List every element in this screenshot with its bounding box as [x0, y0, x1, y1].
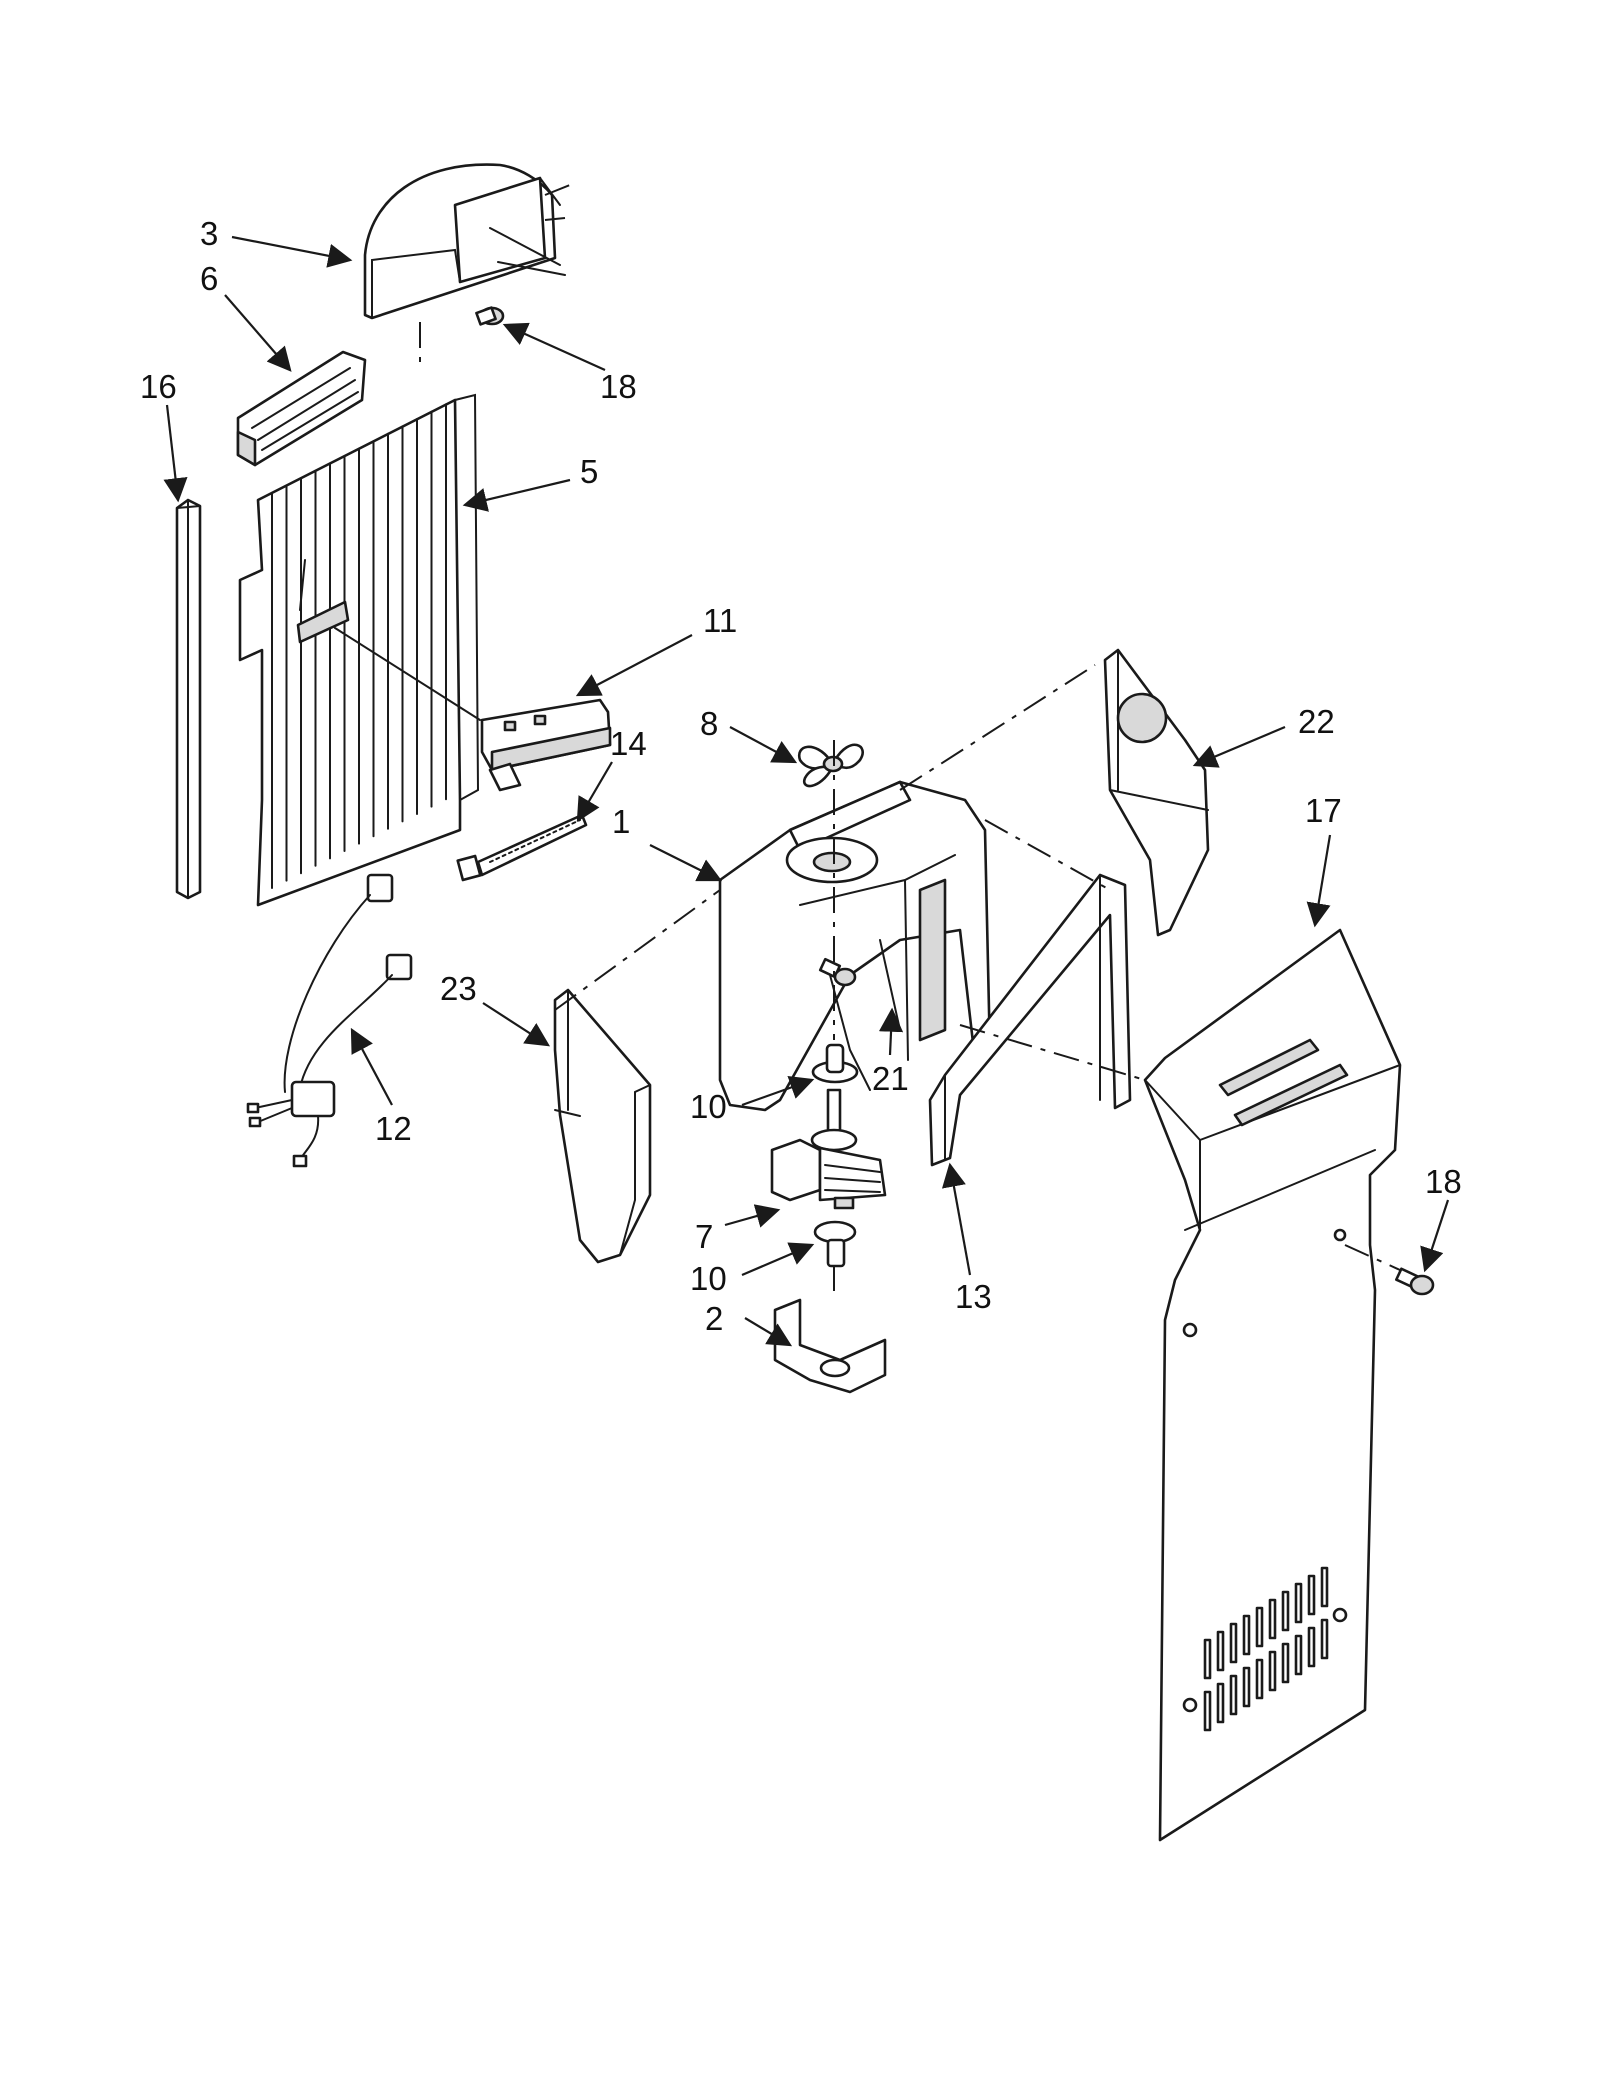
callout-5: 5 [580, 453, 598, 490]
callout-22: 22 [1298, 703, 1335, 740]
vent-slot [1242, 1614, 1251, 1656]
vent-slot [1203, 1638, 1212, 1680]
part-2-motor-bracket [773, 1298, 887, 1394]
callout-13: 13 [955, 1278, 992, 1315]
callout-8: 8 [700, 705, 718, 742]
vent-slot [1281, 1642, 1290, 1684]
callout-6: 6 [200, 260, 218, 297]
callout-2: 2 [705, 1300, 723, 1337]
part-3-diffuser-housing [363, 163, 571, 320]
callout-7: 7 [695, 1218, 713, 1255]
vent-slot [1203, 1690, 1212, 1732]
vent-slot [1307, 1574, 1316, 1616]
vent-slot [1294, 1634, 1303, 1676]
part-23-baffle [553, 988, 652, 1264]
part-22-side-baffle [1103, 648, 1210, 937]
vent-slot [1294, 1582, 1303, 1624]
part-13-u-channel [928, 873, 1132, 1167]
callout-labels: 3 6 18 16 5 11 8 14 1 22 17 23 21 10 12 … [140, 215, 1462, 1337]
callout-17: 17 [1305, 792, 1342, 829]
vent-slot [1229, 1674, 1238, 1716]
part-7-fan-motor [770, 1088, 887, 1210]
assembly-lines [554, 664, 1401, 1271]
callout-10-upper: 10 [690, 1088, 727, 1125]
callout-1: 1 [612, 803, 630, 840]
part-12-wiring-harness [246, 873, 413, 1168]
part-5-evaporator-grille [238, 393, 480, 907]
callout-leaders [163, 235, 1450, 1347]
part-1-fan-shroud [718, 780, 992, 1112]
part-8-fan-blade [797, 743, 864, 788]
vent-slot [1255, 1658, 1264, 1700]
part-17-rear-cover [1143, 928, 1402, 1842]
vent-slot [1255, 1606, 1264, 1648]
part-18-screw-lower [1395, 1267, 1435, 1296]
callout-12: 12 [375, 1110, 412, 1147]
vent-slot [1242, 1666, 1251, 1708]
vent-slot [1320, 1618, 1329, 1660]
callout-18-lower: 18 [1425, 1163, 1462, 1200]
part-10-grommet-upper [811, 1043, 859, 1084]
callout-21: 21 [872, 1060, 909, 1097]
vent-slot [1216, 1682, 1225, 1724]
vent-slot [1229, 1622, 1238, 1664]
vent-slot [1268, 1650, 1277, 1692]
vent-slot [1307, 1626, 1316, 1668]
part-18-screw-upper [475, 306, 505, 326]
callout-18-upper: 18 [600, 368, 637, 405]
part-10-grommet-lower [813, 1220, 857, 1268]
vent-slot [1216, 1630, 1225, 1672]
callout-16: 16 [140, 368, 177, 405]
callout-11: 11 [703, 602, 737, 639]
part-11-bracket [480, 698, 612, 792]
part-16-vertical-strip [175, 498, 202, 900]
vent-slot [1268, 1598, 1277, 1640]
vent-slot [1320, 1566, 1329, 1608]
assembly-line-11 [334, 627, 481, 721]
part-6-grille-insert [236, 350, 367, 467]
part-14-cable-tie [456, 813, 588, 882]
vent-slot [1281, 1590, 1290, 1632]
callout-10-lower: 10 [690, 1260, 727, 1297]
callout-23: 23 [440, 970, 477, 1007]
callout-3: 3 [200, 215, 218, 252]
callout-14: 14 [610, 725, 647, 762]
